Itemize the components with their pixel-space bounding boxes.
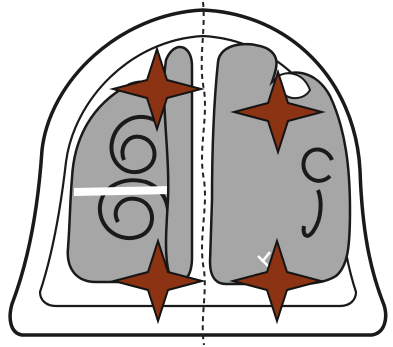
septum-midline (202, 2, 205, 345)
